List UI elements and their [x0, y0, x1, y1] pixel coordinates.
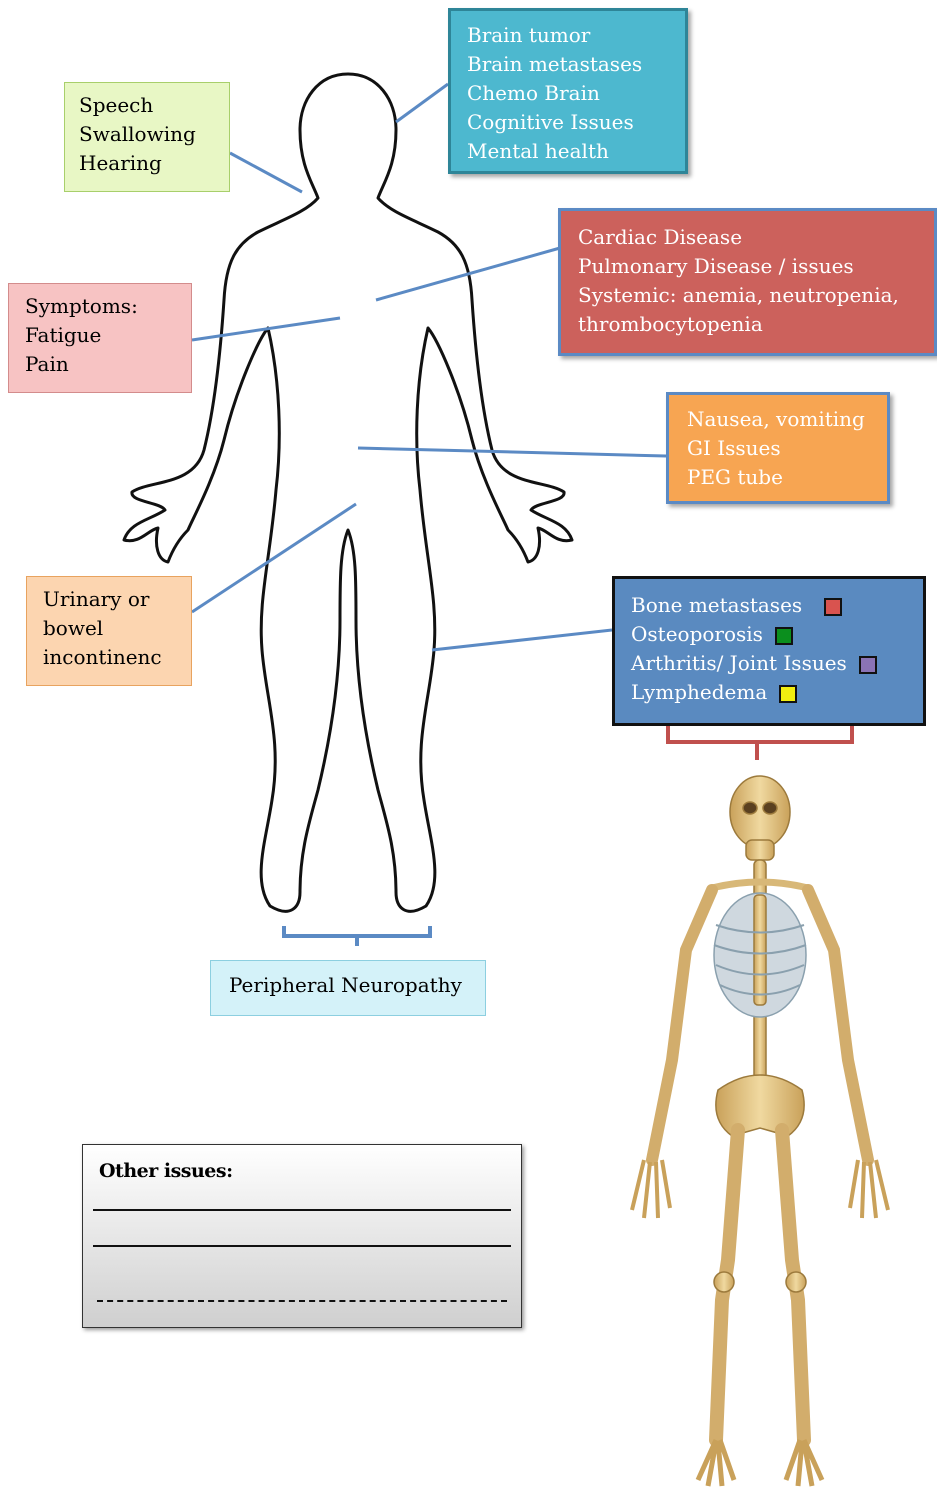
legend-label: Arthritis/ Joint Issues	[631, 651, 847, 675]
callout-line: Chemo Brain	[467, 79, 685, 108]
legend-label: Osteoporosis	[631, 622, 763, 646]
gi-callout: Nausea, vomiting GI Issues PEG tube	[666, 392, 890, 504]
legend-swatch	[859, 656, 877, 674]
callout-line: Hearing	[79, 149, 229, 178]
callout-line: Peripheral Neuropathy	[229, 971, 485, 1000]
other-issues-title: Other issues:	[99, 1157, 233, 1186]
callout-line: Pulmonary Disease / issues	[578, 252, 934, 281]
other-issues-box: Other issues:	[82, 1144, 522, 1328]
callout-line: PEG tube	[687, 463, 887, 492]
legend-item-lymphedema: Lymphedema	[631, 678, 923, 707]
callout-line: Swallowing	[79, 120, 229, 149]
callout-line: Urinary or	[43, 585, 191, 614]
callout-line: GI Issues	[687, 434, 887, 463]
legend-item-bone-metastases: Bone metastases	[631, 591, 923, 620]
callout-line: Symptoms:	[25, 292, 191, 321]
callout-line: Speech	[79, 91, 229, 120]
head-neck-callout: Speech Swallowing Hearing	[64, 82, 230, 192]
callout-line: Cognitive Issues	[467, 108, 685, 137]
legend-swatch	[779, 685, 797, 703]
feet-bracket	[284, 926, 430, 946]
callout-line: incontinenc	[43, 643, 191, 672]
legend-item-osteoporosis: Osteoporosis	[631, 620, 923, 649]
write-in-line[interactable]	[93, 1209, 511, 1211]
chest-callout: Cardiac Disease Pulmonary Disease / issu…	[558, 208, 937, 356]
callout-line: Systemic: anemia, neutropenia,	[578, 281, 934, 310]
human-body-outline-icon	[124, 74, 572, 911]
write-in-line[interactable]	[97, 1300, 507, 1302]
callout-line: Fatigue	[25, 321, 191, 350]
callout-line: Mental health	[467, 137, 685, 166]
skeleton-illustration-icon	[632, 776, 888, 1486]
legend-label: Lymphedema	[631, 680, 767, 704]
urinary-callout: Urinary or bowel incontinenc	[26, 576, 192, 686]
legend-item-arthritis: Arthritis/ Joint Issues	[631, 649, 923, 678]
callout-line: thrombocytopenia	[578, 310, 934, 339]
callout-line: bowel	[43, 614, 191, 643]
callout-line: Nausea, vomiting	[687, 405, 887, 434]
callout-line: Brain metastases	[467, 50, 685, 79]
skeleton-bracket	[668, 726, 852, 760]
legend-swatch	[824, 598, 842, 616]
musculoskeletal-callout: Bone metastases Osteoporosis Arthritis/ …	[612, 576, 926, 726]
callout-line: Brain tumor	[467, 21, 685, 50]
callout-line: Pain	[25, 350, 191, 379]
feet-callout: Peripheral Neuropathy	[210, 960, 486, 1016]
legend-swatch	[775, 627, 793, 645]
legend-label: Bone metastases	[631, 593, 802, 617]
brain-callout: Brain tumor Brain metastases Chemo Brain…	[448, 8, 688, 174]
symptoms-callout: Symptoms: Fatigue Pain	[8, 283, 192, 393]
callout-line: Cardiac Disease	[578, 223, 934, 252]
write-in-line[interactable]	[93, 1245, 511, 1247]
